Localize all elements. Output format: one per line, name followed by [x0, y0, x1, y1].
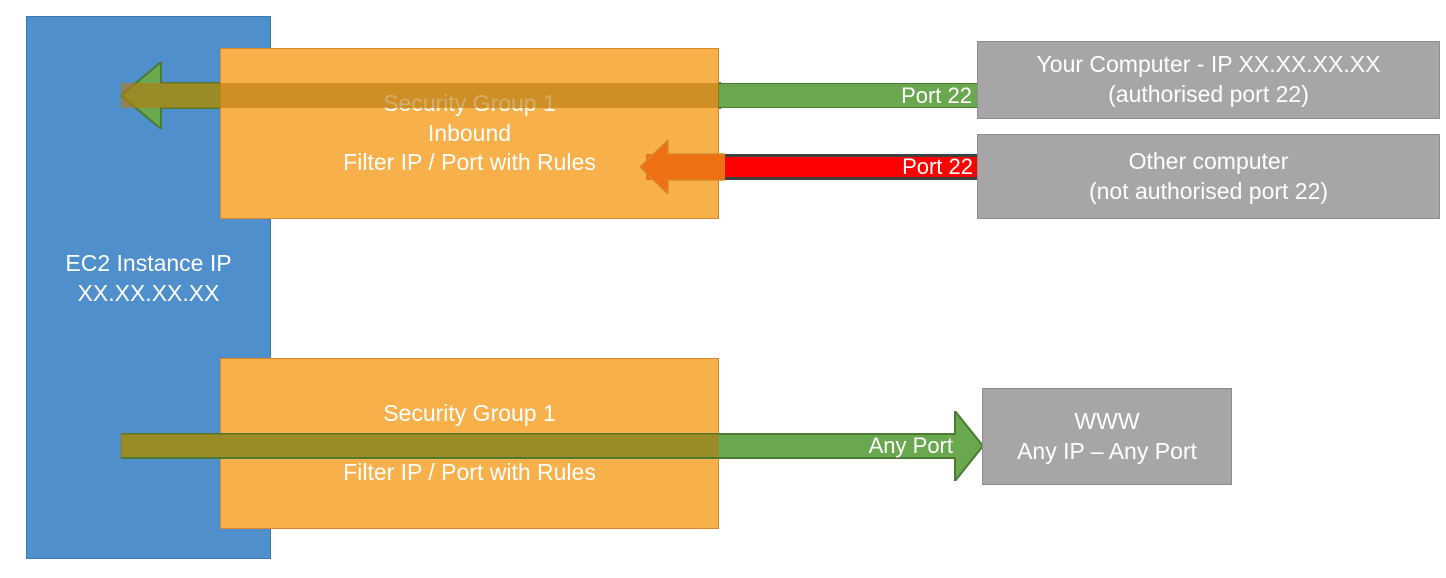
outbound-port-label-wrap: Any Port: [719, 432, 957, 458]
ec2-instance-ip: IP XX.XX.XX.XX: [77, 250, 232, 306]
your-computer-title: Your Computer - IP XX.XX.XX.XX: [1036, 51, 1381, 78]
security-group-inbound-box: Security Group 1 Inbound Filter IP / Por…: [220, 48, 719, 219]
ec2-instance-label: EC2 Instance IP XX.XX.XX.XX: [27, 249, 270, 309]
blocked-inbound-arrowhead: [640, 140, 725, 194]
blocked-port-flow-shaft: Port 22: [718, 154, 978, 180]
allowed-port-label: Port 22: [901, 82, 972, 108]
sg-inbound-direction: Inbound: [427, 119, 512, 146]
ec2-instance-name: EC2 Instance: [65, 250, 204, 276]
blocked-port-label: Port 22: [902, 154, 973, 179]
allowed-port-flow-shaft: Port 22: [718, 83, 978, 108]
sg-inbound-title: Security Group 1: [383, 89, 556, 116]
other-computer-title: Other computer: [1128, 147, 1289, 174]
www-title: WWW: [1074, 407, 1140, 434]
sg-outbound-rules: Filter IP / Port with Rules: [343, 459, 596, 486]
other-computer-note: (not authorised port 22): [1088, 177, 1329, 204]
www-box: WWW Any IP – Any Port: [982, 388, 1232, 485]
your-computer-box: Your Computer - IP XX.XX.XX.XX (authoris…: [977, 41, 1440, 119]
your-computer-note: (authorised port 22): [1108, 81, 1309, 107]
sg-inbound-rules: Filter IP / Port with Rules: [343, 149, 596, 176]
www-note: Any IP – Any Port: [1017, 437, 1197, 464]
other-computer-box: Other computer (not authorised port 22): [977, 134, 1440, 219]
outbound-port-label: Any Port: [868, 432, 953, 458]
sg-outbound-title: Security Group 1: [383, 399, 556, 426]
